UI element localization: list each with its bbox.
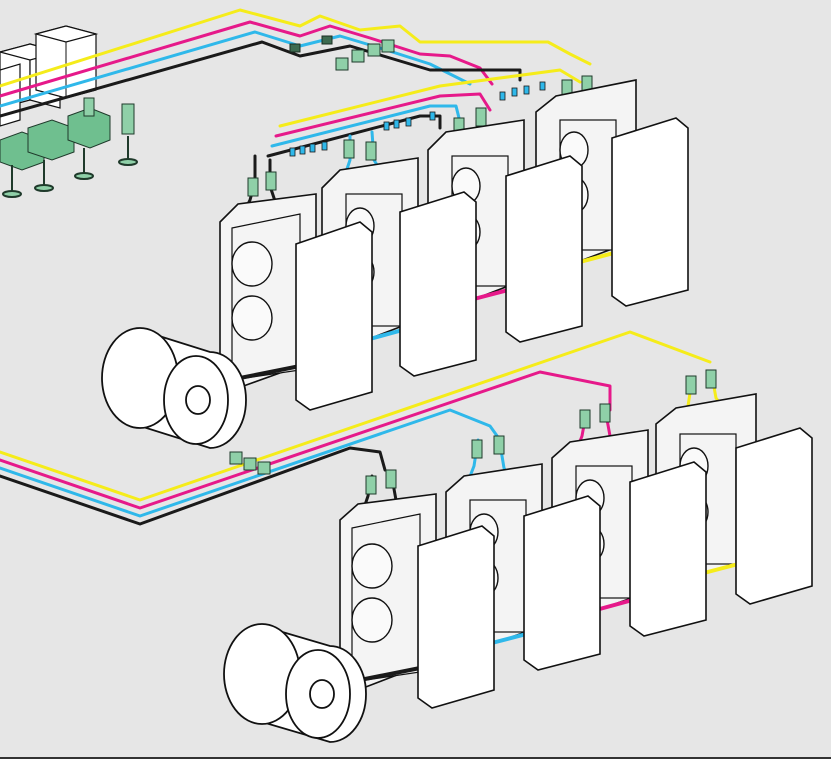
yellow-ink-line <box>0 8 592 88</box>
printing-unit-icon <box>219 193 373 411</box>
valve-group <box>229 35 717 495</box>
ink-supply-station <box>0 25 138 198</box>
upper-press <box>101 79 689 449</box>
paper-reel-icon <box>223 623 367 743</box>
cyan-ink-line <box>0 30 472 108</box>
magenta-ink-line <box>0 20 494 98</box>
valve-icon <box>247 75 593 197</box>
lower-press <box>223 393 813 743</box>
paper-reel-icon <box>101 327 247 449</box>
pump-icon <box>0 97 135 171</box>
bottom-border <box>0 757 831 759</box>
valve-icon <box>289 35 395 71</box>
valve-icon <box>229 369 717 495</box>
